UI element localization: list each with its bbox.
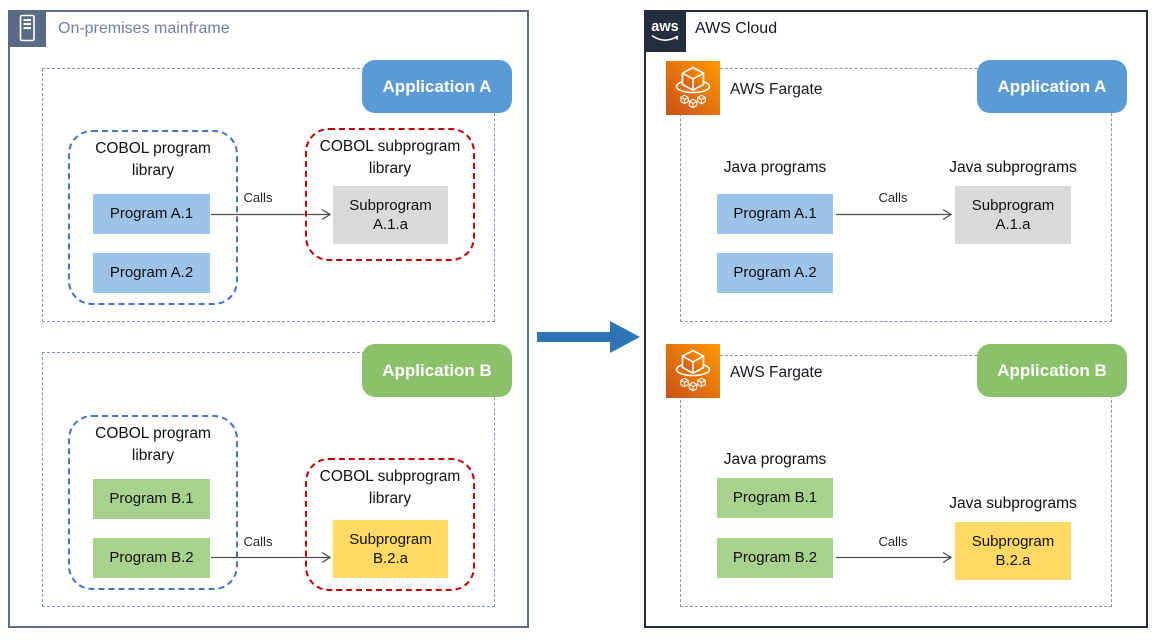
subprogram-b2a-box-right: Subprogram B.2.a (955, 522, 1071, 580)
calls-arrow-b-left (211, 551, 332, 564)
java-programs-title-a: Java programs (723, 159, 827, 176)
calls-arrow-b-right (836, 551, 953, 564)
fargate-label-a: AWS Fargate (730, 81, 823, 98)
program-a2-box-right: Program A.2 (717, 253, 833, 293)
on-premises-title: On-premises mainframe (58, 20, 230, 37)
mainframe-icon (8, 10, 46, 47)
svg-text:aws: aws (651, 19, 678, 35)
app-a-container-left (42, 68, 495, 322)
java-subprograms-title-a: Java subprograms (949, 159, 1077, 176)
cobol-subprogram-library-a-title: COBOL subprogram library (319, 138, 461, 178)
cobol-program-library-b-title: COBOL program library (95, 425, 211, 465)
aws-cloud-title: AWS Cloud (695, 20, 778, 37)
cobol-program-library-b (68, 415, 238, 590)
program-b2-box-left: Program B.2 (93, 538, 210, 578)
calls-label-b-left: Calls (243, 534, 273, 549)
java-subprograms-title-b: Java subprograms (949, 495, 1077, 512)
calls-label-a-left: Calls (243, 190, 273, 205)
program-a2-box-left: Program A.2 (93, 253, 210, 293)
subprogram-b2a-box-left: Subprogram B.2.a (333, 520, 448, 578)
aws-fargate-icon-b (666, 344, 720, 398)
aws-logo-icon: aws (644, 10, 686, 52)
application-a-badge-right: Application A (977, 60, 1127, 113)
cobol-subprogram-library-b (305, 458, 475, 591)
cobol-program-library-a (68, 130, 238, 305)
java-programs-title-b: Java programs (723, 451, 827, 468)
program-b1-box-right: Program B.1 (717, 478, 833, 518)
calls-label-a-right: Calls (878, 190, 908, 205)
calls-arrow-a-left (211, 208, 332, 221)
cobol-subprogram-library-a (305, 128, 475, 261)
cobol-program-library-a-title: COBOL program library (95, 140, 211, 180)
app-a-container-right (680, 68, 1112, 322)
app-b-container-right (680, 355, 1112, 607)
subprogram-a1a-box-right: Subprogram A.1.a (955, 186, 1071, 244)
app-b-container-left (42, 352, 495, 607)
migration-arrow-icon (537, 321, 640, 353)
application-b-badge-right: Application B (977, 344, 1127, 397)
subprogram-a1a-box-left: Subprogram A.1.a (333, 186, 448, 244)
fargate-label-b: AWS Fargate (730, 364, 823, 381)
program-b1-box-left: Program B.1 (93, 479, 210, 519)
calls-arrow-a-right (836, 208, 953, 221)
program-a1-box-left: Program A.1 (93, 194, 210, 234)
aws-fargate-icon-a (666, 61, 720, 115)
program-a1-box-right: Program A.1 (717, 194, 833, 234)
calls-label-b-right: Calls (878, 534, 908, 549)
program-b2-box-right: Program B.2 (717, 538, 833, 578)
application-b-badge-left: Application B (362, 344, 512, 397)
application-a-badge-left: Application A (362, 60, 512, 113)
cobol-subprogram-library-b-title: COBOL subprogram library (319, 468, 461, 508)
